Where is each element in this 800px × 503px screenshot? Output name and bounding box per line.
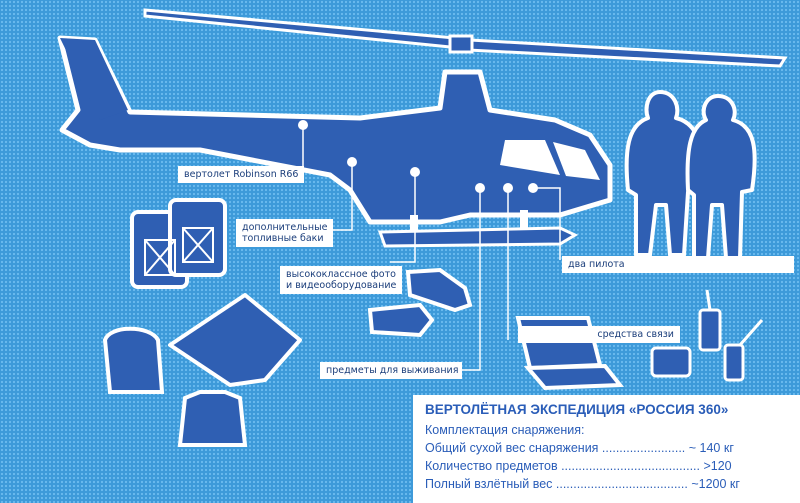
camera xyxy=(405,267,473,313)
helicopter-silhouette xyxy=(57,35,613,248)
communication-devices xyxy=(650,289,764,382)
panel-row-dry-weight: Общий сухой вес снаряжения .............… xyxy=(425,441,734,455)
camera-label-line2: и видеооборудование xyxy=(286,280,397,291)
fuel-canisters xyxy=(130,198,227,289)
survival-label: предметы для выживания xyxy=(320,362,462,379)
summary-panel xyxy=(413,395,800,503)
fuel-tanks-label: дополнительные топливные баки xyxy=(236,219,334,247)
main-rotor xyxy=(143,8,788,68)
helicopter-label: вертолет Robinson R66 xyxy=(178,166,305,183)
connector-dots xyxy=(298,120,538,193)
panel-title: ВЕРТОЛЁТНАЯ ЭКСПЕДИЦИЯ «РОССИЯ 360» xyxy=(425,402,729,417)
tent xyxy=(168,293,302,387)
pilots-label: два пилота xyxy=(562,256,794,273)
panel-subtitle: Комплектация снаряжения: xyxy=(425,423,585,437)
connector-lines xyxy=(260,125,561,371)
backpack xyxy=(102,326,165,394)
pilots-silhouette xyxy=(624,90,757,260)
fuel-tanks-label-line1: дополнительные xyxy=(242,222,328,233)
life-vest xyxy=(177,390,248,447)
panel-row-takeoff-weight: Полный взлётный вес ....................… xyxy=(425,477,740,491)
camera-label: высококлассное фото и видеооборудование xyxy=(280,266,403,294)
comms-label: средства связи xyxy=(518,326,680,343)
fuel-tanks-label-line2: топливные баки xyxy=(242,233,324,244)
video-camera xyxy=(367,302,435,338)
panel-row-item-count: Количество предметов ...................… xyxy=(425,459,732,473)
camera-label-line1: высококлассное фото xyxy=(286,269,396,280)
